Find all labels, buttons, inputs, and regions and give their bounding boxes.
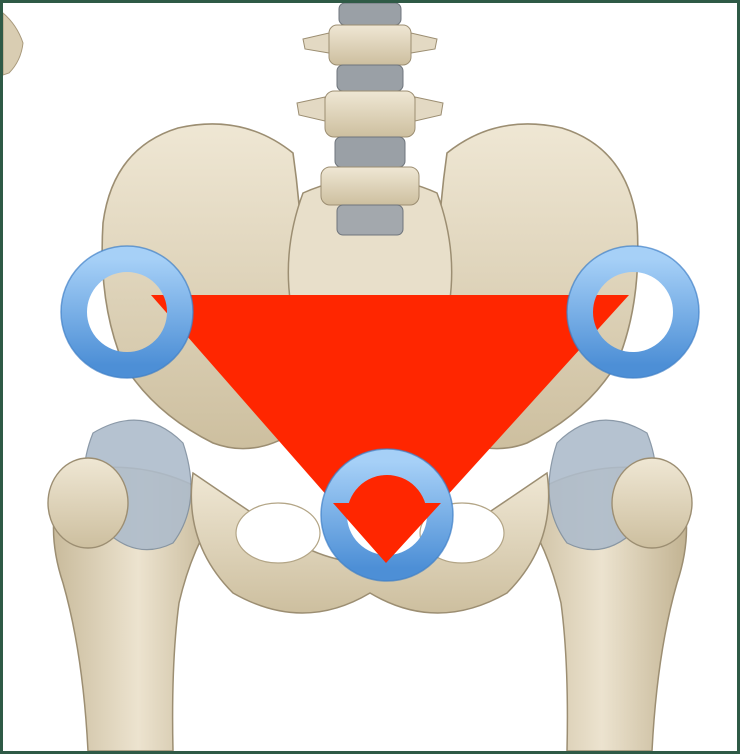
right-landmark-ring (567, 246, 699, 378)
right-greater-trochanter (612, 458, 692, 548)
bottom-landmark-ring (321, 449, 453, 581)
pelvis-illustration (3, 3, 737, 751)
left-greater-trochanter (48, 458, 128, 548)
pelvis-diagram (3, 3, 737, 751)
hand-bone-fragment (3, 13, 23, 75)
left-obturator-foramen (236, 503, 320, 563)
